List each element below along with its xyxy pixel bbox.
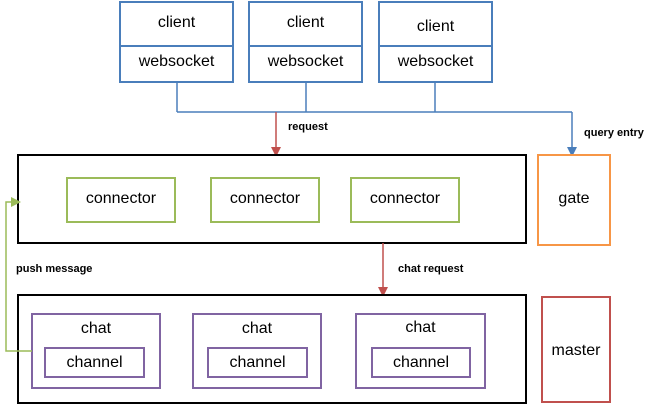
channel-box-3 <box>371 347 471 378</box>
gate-label: gate <box>558 190 590 207</box>
channel-box-2 <box>207 347 308 378</box>
client-title-3: client <box>416 18 455 35</box>
channel-label-1: channel <box>66 354 123 371</box>
query-entry-label: query entry <box>584 127 644 139</box>
client-title-1: client <box>157 14 196 31</box>
push-message-line <box>5 197 32 352</box>
client-box-2 <box>248 1 363 83</box>
client-websocket-3: websocket <box>397 53 474 70</box>
chat-title-3: chat <box>405 319 436 336</box>
client-box-3 <box>378 1 493 83</box>
connector-label-1: connector <box>85 190 157 207</box>
client-websocket-1: websocket <box>138 53 215 70</box>
chat-request-label: chat request <box>398 263 464 275</box>
connector-box-2 <box>210 177 320 223</box>
request-label: request <box>288 121 328 133</box>
connector-box-1 <box>66 177 176 223</box>
master-box <box>541 296 611 403</box>
connector-box-3 <box>350 177 460 223</box>
client-websocket-2: websocket <box>267 53 344 70</box>
channel-label-3: channel <box>392 354 450 371</box>
channel-box-1 <box>44 347 145 378</box>
channel-label-2: channel <box>229 354 286 371</box>
connector-label-2: connector <box>229 190 301 207</box>
client-box-1 <box>119 1 234 83</box>
push-message-label: push message <box>16 263 93 275</box>
chat-title-2: chat <box>241 320 273 337</box>
master-label: master <box>551 342 601 359</box>
gate-box <box>537 154 611 246</box>
client-title-2: client <box>286 14 325 31</box>
connector-label-3: connector <box>369 190 441 207</box>
chat-title-1: chat <box>80 320 112 337</box>
